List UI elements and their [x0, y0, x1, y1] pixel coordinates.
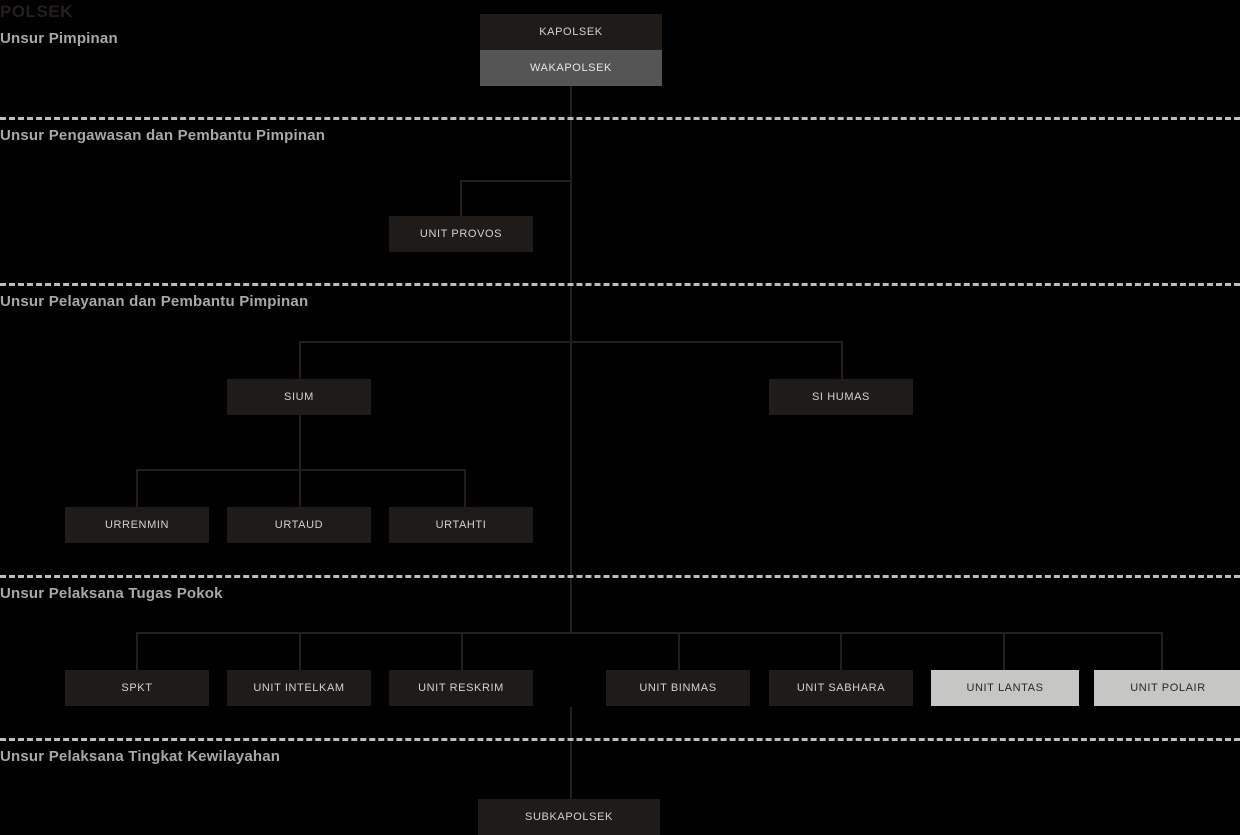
connector-binmas-drop: [678, 632, 680, 670]
node-unit-intelkam[interactable]: UNIT INTELKAM: [227, 670, 371, 706]
section-label-unsur-kewilayahan: Unsur Pelaksana Tingkat Kewilayahan: [0, 748, 281, 765]
page-title: POLSEK: [0, 2, 73, 21]
node-unit-reskrim[interactable]: UNIT RESKRIM: [389, 670, 533, 706]
connector-trunk-1: [570, 86, 572, 118]
section-label-unsur-pelayanan: Unsur Pelayanan dan Pembantu Pimpinan: [0, 293, 309, 310]
section-label-unsur-pengawasan: Unsur Pengawasan dan Pembantu Pimpinan: [0, 127, 326, 144]
connector-trunk-4: [570, 568, 572, 633]
connector-urtaud-drop: [299, 469, 301, 507]
connector-sabhara-drop: [840, 632, 842, 670]
node-si-humas[interactable]: SI HUMAS: [769, 379, 913, 415]
node-wakapolsek[interactable]: WAKAPOLSEK: [480, 50, 662, 86]
connector-sium-stem: [299, 415, 301, 469]
node-urtaud[interactable]: URTAUD: [227, 507, 371, 543]
connector-trunk-5: [570, 707, 572, 799]
connector-urtahti-drop: [464, 469, 466, 507]
connector-provos-drop: [460, 180, 462, 216]
divider-pengawasan: [0, 117, 1240, 120]
node-subkapolsek[interactable]: SUBKAPOLSEK: [478, 799, 660, 835]
node-spkt[interactable]: SPKT: [65, 670, 209, 706]
node-unit-lantas[interactable]: UNIT LANTAS: [931, 670, 1079, 706]
connector-polair-drop: [1161, 632, 1163, 670]
divider-kewilayahan: [0, 738, 1240, 741]
connector-trunk-3: [570, 341, 572, 568]
connector-sium-drop: [299, 341, 301, 379]
node-unit-polair[interactable]: UNIT POLAIR: [1094, 670, 1240, 706]
node-kapolsek[interactable]: KAPOLSEK: [480, 14, 662, 50]
section-label-unsur-pelaksana-pokok: Unsur Pelaksana Tugas Pokok: [0, 585, 223, 602]
connector-pelayanan-bar: [299, 341, 843, 343]
section-label-unsur-pimpinan: Unsur Pimpinan: [0, 30, 118, 47]
divider-pelayanan: [0, 283, 1240, 286]
connector-lantas-drop: [1003, 632, 1005, 670]
connector-provos-horizontal: [460, 180, 572, 182]
node-unit-sabhara[interactable]: UNIT SABHARA: [769, 670, 913, 706]
node-urtahti[interactable]: URTAHTI: [389, 507, 533, 543]
connector-intelkam-drop: [299, 632, 301, 670]
connector-pokok-bar: [136, 632, 1163, 634]
connector-sihumas-drop: [841, 341, 843, 379]
node-sium[interactable]: SIUM: [227, 379, 371, 415]
node-unit-provos[interactable]: UNIT PROVOS: [389, 216, 533, 252]
node-urrenmin[interactable]: URRENMIN: [65, 507, 209, 543]
connector-ur-bar: [136, 469, 466, 471]
connector-urrenmin-drop: [136, 469, 138, 507]
connector-trunk-2: [570, 118, 572, 341]
connector-spkt-drop: [136, 632, 138, 670]
connector-reskrim-drop: [461, 632, 463, 670]
divider-pelaksana-pokok: [0, 575, 1240, 578]
node-unit-binmas[interactable]: UNIT BINMAS: [606, 670, 750, 706]
